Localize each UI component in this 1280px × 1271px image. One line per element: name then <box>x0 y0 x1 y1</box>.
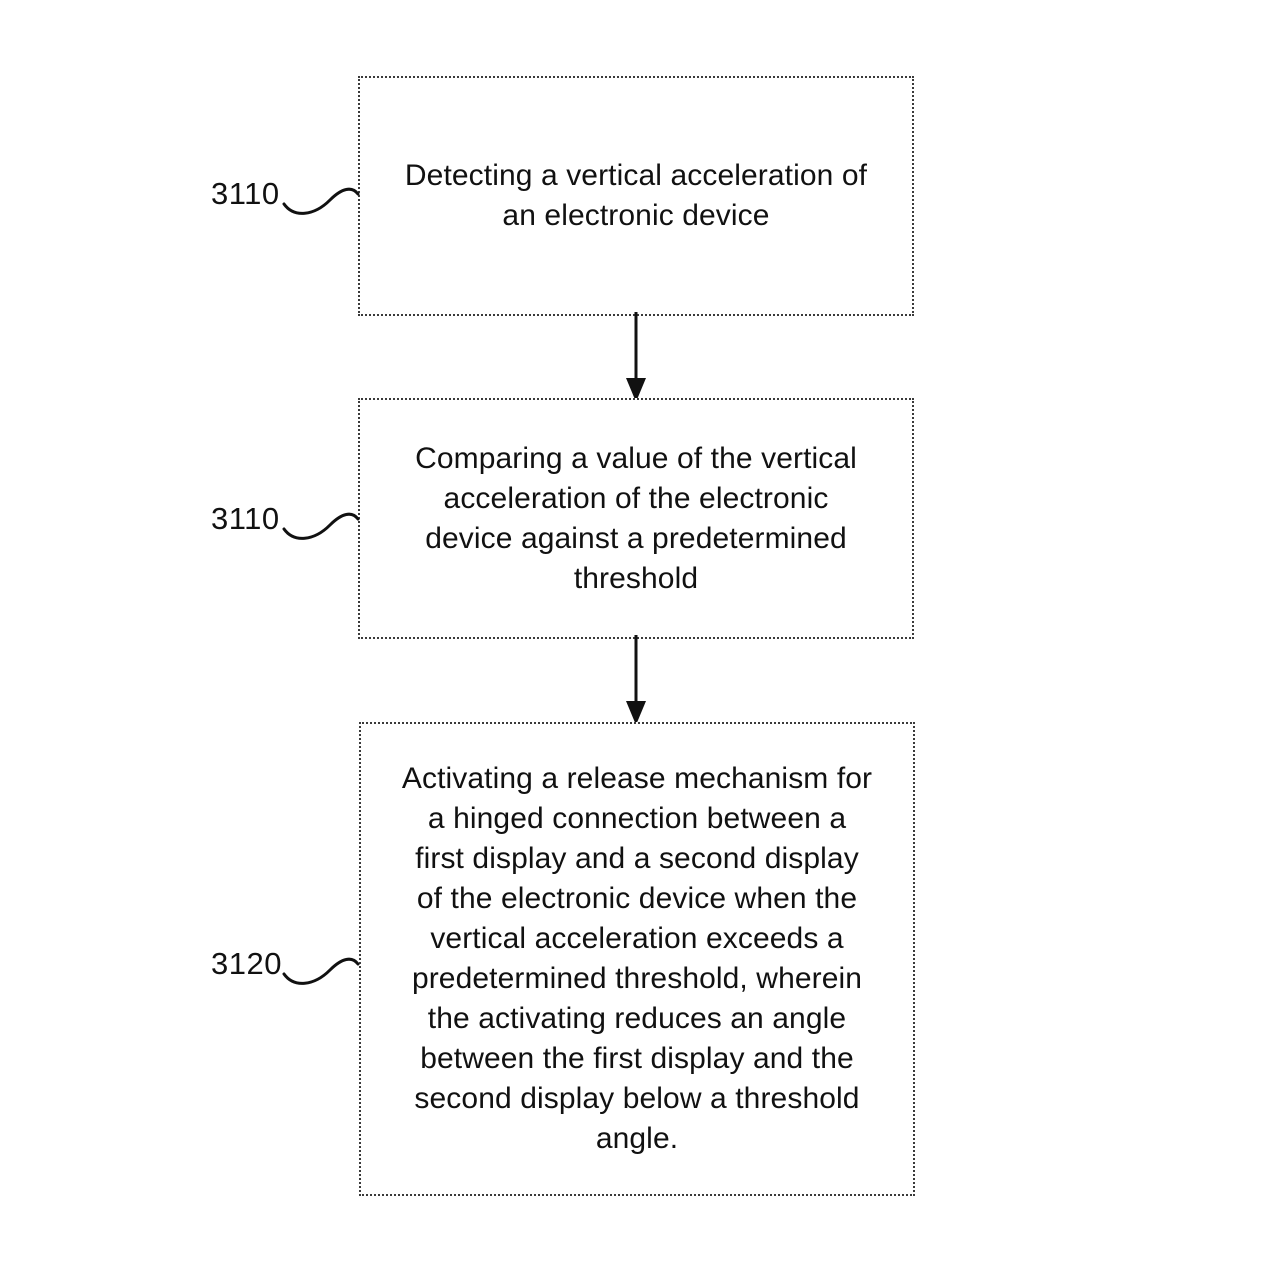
connector-arrow-compare-to-activate <box>626 635 646 725</box>
flowchart-step-compare-text: Comparing a value of the vertical accele… <box>415 441 857 595</box>
reference-numeral-3110-detect: 3110 <box>211 176 280 211</box>
flowchart-step-detect-text: Detecting a vertical acceleration of an … <box>404 159 868 232</box>
flowchart-step-compare: Comparing a value of the vertical accele… <box>358 398 914 639</box>
leader-line-3120-activate <box>282 957 360 985</box>
flowchart-step-detect: Detecting a vertical acceleration of an … <box>358 76 914 316</box>
reference-numeral-3110-compare: 3110 <box>211 501 280 536</box>
flowchart-step-activate: Activating a release mechanism for a hin… <box>359 722 915 1196</box>
connector-arrow-detect-to-compare <box>626 312 646 402</box>
reference-numeral-3120-activate: 3120 <box>211 946 282 981</box>
leader-line-3110-detect <box>282 187 360 215</box>
leader-line-3110-compare <box>282 512 360 540</box>
flowchart-step-activate-text: Activating a release mechanism for a hin… <box>401 762 873 1155</box>
